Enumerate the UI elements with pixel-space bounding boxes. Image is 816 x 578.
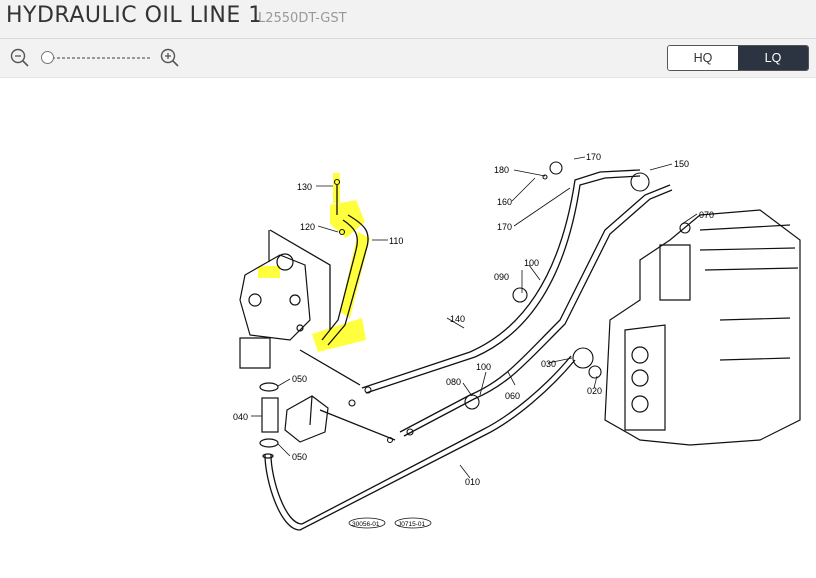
reference-stamps: 30056-01 J0715-01 bbox=[348, 517, 432, 529]
transmission-case bbox=[604, 209, 801, 446]
callout-140[interactable]: 140 bbox=[450, 314, 465, 324]
page-title: HYDRAULIC OIL LINE 1 bbox=[6, 3, 263, 28]
callout-160[interactable]: 160 bbox=[497, 197, 512, 207]
lq-button[interactable]: LQ bbox=[738, 46, 808, 70]
zoom-slider-thumb[interactable] bbox=[41, 51, 54, 64]
diagram-svg: 130 120 110 180 170 160 170 150 070 100 … bbox=[233, 152, 801, 531]
callout-100-bottom[interactable]: 100 bbox=[476, 362, 491, 372]
stamp-1: 30056-01 bbox=[352, 521, 380, 528]
zoom-in-icon[interactable] bbox=[160, 48, 180, 68]
fittings bbox=[333, 161, 691, 444]
callout-070[interactable]: 070 bbox=[699, 210, 714, 220]
callout-090[interactable]: 090 bbox=[494, 272, 509, 282]
pipe-lines bbox=[264, 169, 673, 531]
callout-050-top[interactable]: 050 bbox=[292, 374, 307, 384]
callout-120[interactable]: 120 bbox=[300, 222, 315, 232]
callout-130[interactable]: 130 bbox=[297, 182, 312, 192]
callout-100-top[interactable]: 100 bbox=[524, 258, 539, 268]
title-bar: HYDRAULIC OIL LINE 1 L2550DT-GST bbox=[0, 0, 816, 39]
zoom-slider[interactable] bbox=[41, 51, 150, 64]
callout-180[interactable]: 180 bbox=[494, 165, 509, 175]
callout-150[interactable]: 150 bbox=[674, 159, 689, 169]
callout-030[interactable]: 030 bbox=[541, 359, 556, 369]
callout-040[interactable]: 040 bbox=[233, 412, 248, 422]
callout-050-bottom[interactable]: 050 bbox=[292, 452, 307, 462]
model-number: L2550DT-GST bbox=[258, 11, 347, 26]
stamp-2: J0715-01 bbox=[398, 521, 425, 528]
parts-diagram[interactable]: 130 120 110 180 170 160 170 150 070 100 … bbox=[0, 78, 816, 573]
oil-filter bbox=[284, 395, 329, 443]
zoom-slider-track bbox=[42, 57, 150, 59]
callout-080[interactable]: 080 bbox=[446, 377, 461, 387]
hydraulic-pump bbox=[239, 230, 311, 369]
callout-170[interactable]: 170 bbox=[497, 222, 512, 232]
clamp-group bbox=[259, 382, 279, 459]
callout-020[interactable]: 020 bbox=[587, 386, 602, 396]
callout-010[interactable]: 010 bbox=[465, 477, 480, 487]
quality-toggle: HQ LQ bbox=[667, 45, 809, 71]
leader-lines bbox=[251, 156, 698, 479]
hq-button[interactable]: HQ bbox=[668, 46, 738, 70]
callout-170-top[interactable]: 170 bbox=[586, 152, 601, 162]
zoom-out-icon[interactable] bbox=[10, 48, 30, 68]
callout-060[interactable]: 060 bbox=[505, 391, 520, 401]
callout-110[interactable]: 110 bbox=[389, 236, 403, 246]
